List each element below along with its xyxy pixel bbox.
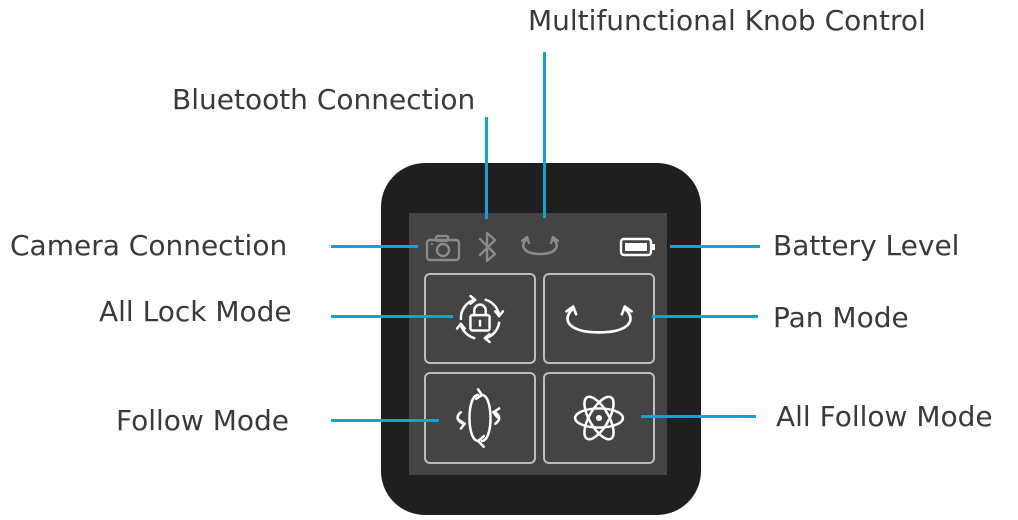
- follow-callout-line: [331, 419, 439, 422]
- pan-label: Pan Mode: [773, 301, 909, 334]
- battery-callout-line: [670, 245, 760, 248]
- bluetooth-icon: [478, 231, 497, 263]
- battery-label: Battery Level: [773, 229, 960, 262]
- all-lock-label: All Lock Mode: [99, 295, 292, 328]
- all-follow-label: All Follow Mode: [776, 400, 993, 433]
- camera-label: Camera Connection: [10, 229, 288, 262]
- all-follow-mode-button[interactable]: [543, 372, 655, 464]
- pan-callout-line: [652, 315, 758, 318]
- pan-icon: [565, 305, 633, 334]
- battery-icon: [619, 237, 655, 257]
- camera-callout-line: [331, 245, 418, 248]
- all-follow-callout-line: [641, 415, 756, 418]
- follow-icon: [456, 388, 501, 448]
- bluetooth-callout-line: [485, 117, 488, 219]
- knob-callout-line: [543, 52, 546, 218]
- follow-label: Follow Mode: [116, 404, 290, 437]
- bluetooth-label: Bluetooth Connection: [172, 83, 476, 116]
- pan-mode-button[interactable]: [543, 273, 655, 364]
- all-follow-icon: [573, 395, 625, 441]
- all-lock-mode-button[interactable]: [424, 273, 536, 364]
- device-screen: [409, 213, 667, 475]
- all-lock-icon: [455, 294, 505, 344]
- knob-label: Multifunctional Knob Control: [528, 4, 926, 37]
- camera-icon: [425, 234, 461, 262]
- all-lock-callout-line: [331, 315, 453, 318]
- follow-mode-button[interactable]: [424, 372, 536, 464]
- knob-icon: [520, 235, 560, 256]
